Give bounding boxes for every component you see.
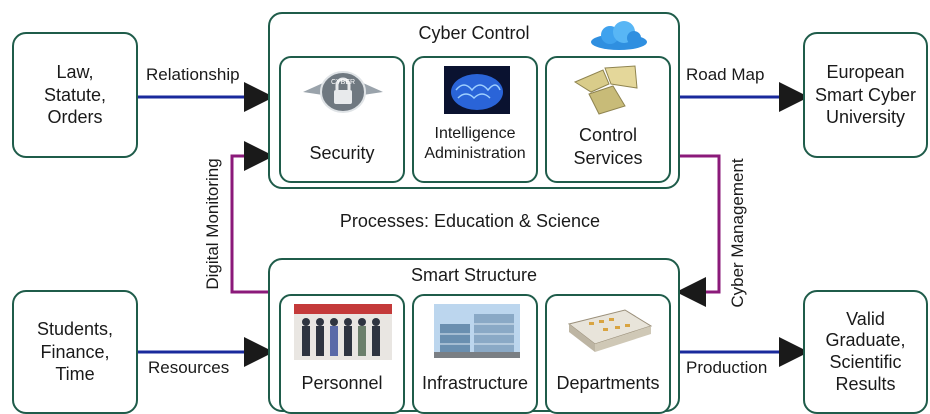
cyber-management-arrow xyxy=(676,154,721,307)
building-photo-icon xyxy=(434,304,520,358)
people-photo-icon xyxy=(294,304,392,360)
security-label: Security xyxy=(309,143,375,163)
students-finance-time-label: Students, Finance, Time xyxy=(36,319,114,385)
personnel-card: Personnel xyxy=(279,294,405,414)
intelligence-administration-card: Intelligence Administration xyxy=(412,56,538,183)
digital-monitoring-arrow xyxy=(230,141,274,294)
infrastructure-card: Infrastructure xyxy=(412,294,538,414)
european-smart-cyber-university-label: European Smart Cyber University xyxy=(814,62,917,128)
valid-graduate-results-box: Valid Graduate, Scientific Results xyxy=(803,290,928,414)
security-card: CYBER Security xyxy=(279,56,405,183)
law-statute-orders-label: Law, Statute, Orders xyxy=(43,62,107,128)
resources-label: Resources xyxy=(148,358,230,377)
smart-structure-title: Smart Structure xyxy=(410,265,538,285)
valid-graduate-results-label: Valid Graduate, Scientific Results xyxy=(825,308,906,394)
floorplan-icon xyxy=(567,309,653,352)
processes-label: Processes: Education & Science xyxy=(339,211,601,231)
cloud-icon xyxy=(591,21,647,50)
road-map-label: Road Map xyxy=(686,65,765,84)
digital-monitoring-label: Digital Monitoring xyxy=(203,158,222,290)
svg-text:CYBER: CYBER xyxy=(331,79,355,86)
cyber-control-box: Cyber Control CYBER Security Intelligenc… xyxy=(268,12,680,189)
relationship-label: Relationship xyxy=(146,65,240,84)
personnel-label: Personnel xyxy=(301,373,383,393)
law-statute-orders-box: Law, Statute, Orders xyxy=(12,32,138,158)
departments-card: Departments xyxy=(545,294,671,414)
infrastructure-label: Infrastructure xyxy=(421,373,529,393)
control-services-card: Control Services xyxy=(545,56,671,183)
production-label: Production xyxy=(686,358,768,377)
control-services-label: Control Services xyxy=(573,125,643,169)
brain-icon xyxy=(444,66,510,114)
puzzle-icon xyxy=(573,65,638,115)
cyber-lock-icon: CYBER xyxy=(303,71,383,113)
intelligence-administration-label: Intelligence Administration xyxy=(424,125,526,163)
students-finance-time-box: Students, Finance, Time xyxy=(12,290,138,414)
smart-structure-box: Smart Structure Personnel xyxy=(268,258,680,414)
cyber-control-title: Cyber Control xyxy=(418,23,530,43)
departments-label: Departments xyxy=(556,373,660,393)
cyber-management-label: Cyber Management xyxy=(728,158,747,308)
european-smart-cyber-university-box: European Smart Cyber University xyxy=(803,32,928,158)
